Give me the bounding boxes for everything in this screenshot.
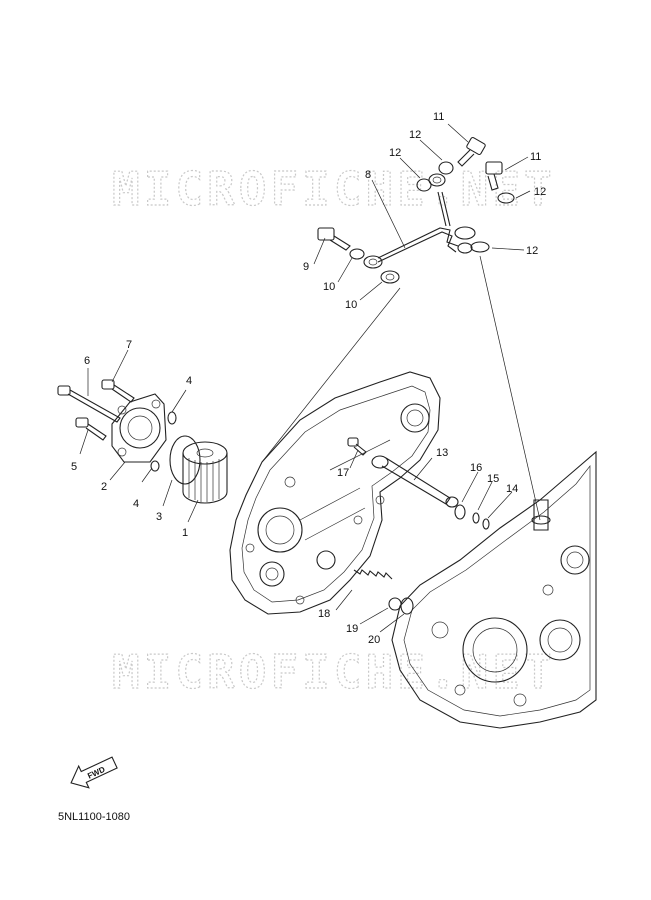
o-ring-16	[454, 504, 466, 520]
washer-12-d	[470, 241, 490, 253]
o-ring-14	[482, 518, 490, 530]
callout-10a: 10	[323, 281, 335, 293]
o-ring-4-upper	[167, 411, 177, 425]
o-ring-4-lower	[150, 460, 160, 472]
oil-filter-element	[182, 441, 228, 504]
callout-12c: 12	[534, 186, 546, 198]
callout-15: 15	[487, 473, 499, 485]
oil-pipe-13	[371, 455, 459, 508]
washer-10-lower	[380, 270, 400, 284]
washer-12-a	[438, 161, 454, 175]
callout-20: 20	[368, 634, 380, 646]
leader-lines	[79, 123, 541, 633]
callout-12b: 12	[389, 147, 401, 159]
washer-12-b	[416, 178, 432, 192]
left-crankcase	[229, 371, 441, 615]
callout-5: 5	[71, 461, 77, 473]
callout-1: 1	[182, 527, 188, 539]
callout-19: 19	[346, 623, 358, 635]
callout-4b: 4	[133, 498, 139, 510]
spring-18	[353, 569, 393, 580]
callout-13: 13	[436, 447, 448, 459]
fwd-label: FWD	[86, 765, 107, 781]
diagram-code: 5NL1100-1080	[58, 811, 130, 823]
callout-17: 17	[337, 467, 349, 479]
callout-12a: 12	[409, 129, 421, 141]
o-ring-15	[472, 512, 480, 524]
union-bolt-11-right	[485, 161, 503, 191]
washer-10-upper	[349, 248, 365, 260]
callout-7: 7	[126, 339, 132, 351]
plug-20	[400, 597, 414, 615]
callout-16: 16	[470, 462, 482, 474]
oil-delivery-pipe	[363, 173, 476, 269]
callout-9: 9	[303, 261, 309, 273]
right-crankcase	[391, 450, 597, 729]
callout-12d: 12	[526, 245, 538, 257]
callout-10b: 10	[345, 299, 357, 311]
union-bolt-11-upper	[457, 136, 486, 167]
callout-4a: 4	[186, 375, 192, 387]
watermark-bottom: MICROFICHE.NET	[112, 645, 556, 699]
fwd-arrow-icon: FWD	[70, 756, 118, 789]
callout-3: 3	[156, 511, 162, 523]
callouts: 1 2 3 4 4 5 6 7 8 9 10 10 11 11 12 12 12…	[71, 111, 546, 646]
bolt-6	[57, 385, 121, 423]
washer-12-c	[497, 192, 515, 204]
o-ring-3	[169, 435, 201, 485]
callout-6: 6	[84, 355, 90, 367]
bolt-17	[347, 437, 367, 456]
oil-filter-cover	[111, 393, 167, 463]
callout-11b: 11	[530, 151, 541, 163]
bolt-7	[101, 379, 135, 403]
callout-14: 14	[506, 483, 518, 495]
watermark-top: MICROFICHE.NET	[112, 162, 556, 216]
bolt-5	[75, 417, 107, 441]
callout-8: 8	[365, 169, 371, 181]
callout-11a: 11	[433, 111, 444, 123]
callout-18: 18	[318, 608, 330, 620]
callout-2: 2	[101, 481, 107, 493]
ball-19	[388, 597, 402, 611]
union-bolt-9	[317, 227, 351, 251]
